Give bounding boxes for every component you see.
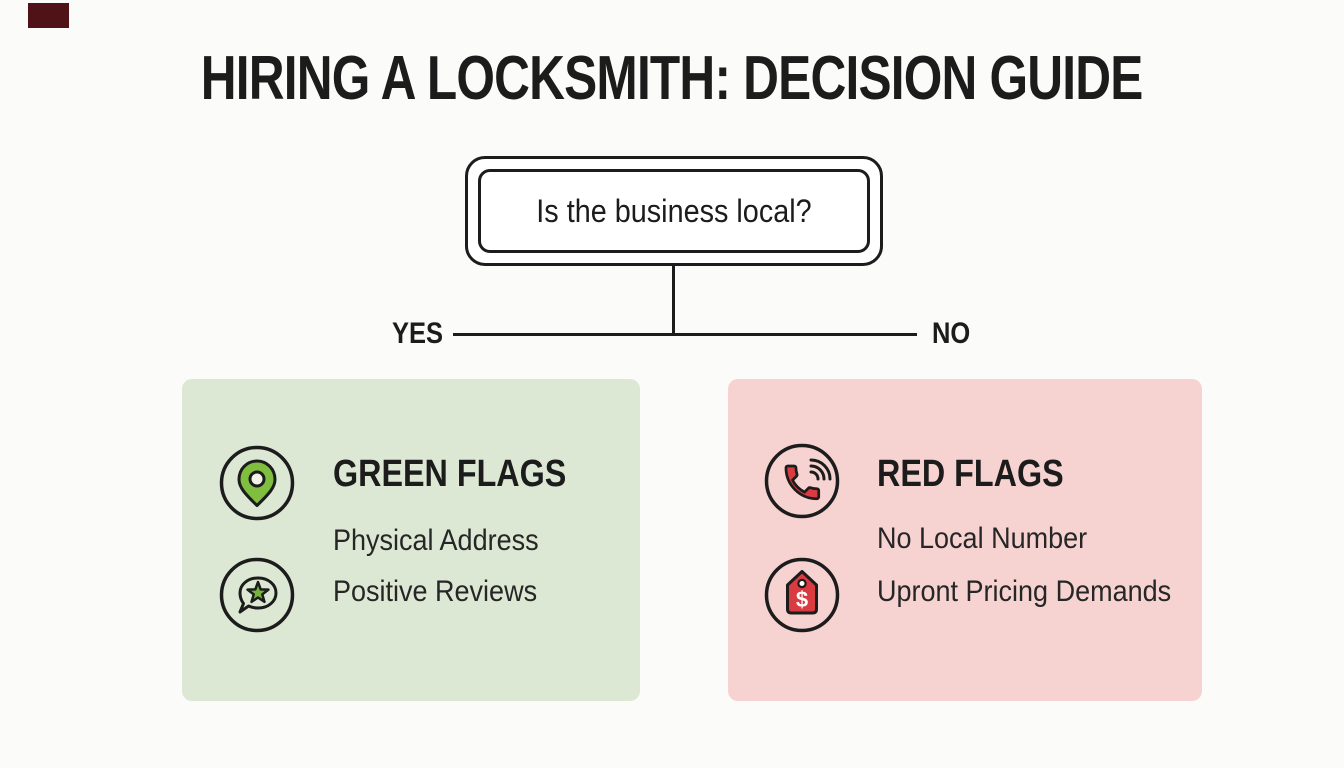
green-flag-item-positive-reviews: Positive Reviews [333, 575, 538, 608]
decision-question-box-inner: Is the business local? [478, 169, 870, 253]
review-star-bubble-icon [218, 556, 296, 634]
red-flags-heading: RED FLAGS [877, 453, 1064, 495]
branch-label-no: NO [932, 317, 971, 350]
green-flags-heading: GREEN FLAGS [333, 453, 567, 495]
connector-horizontal-line [453, 333, 917, 336]
green-flags-panel: GREEN FLAGS Physical Address Positive Re… [182, 379, 640, 701]
price-tag-icon: $ [763, 556, 841, 634]
location-pin-icon [218, 444, 296, 522]
page-title-text: HIRING A LOCKSMITH: DECISION GUIDE [201, 44, 1144, 113]
page-title: HIRING A LOCKSMITH: DECISION GUIDE [0, 48, 1344, 110]
phone-call-icon [763, 442, 841, 520]
svg-text:$: $ [796, 587, 808, 612]
red-flag-item-no-local-number: No Local Number [877, 522, 1088, 555]
corner-accent-mark [28, 3, 69, 28]
branch-label-yes: YES [391, 317, 443, 350]
connector-vertical-line [672, 264, 675, 336]
green-flag-item-physical-address: Physical Address [333, 524, 539, 557]
decision-question-box: Is the business local? [465, 156, 883, 266]
red-flag-item-upfront-pricing-demands: Upront Pricing Demands [877, 575, 1172, 608]
red-flags-panel: RED FLAGS No Local Number $ Upront Prici… [728, 379, 1202, 701]
decision-question-text: Is the business local? [536, 192, 812, 229]
